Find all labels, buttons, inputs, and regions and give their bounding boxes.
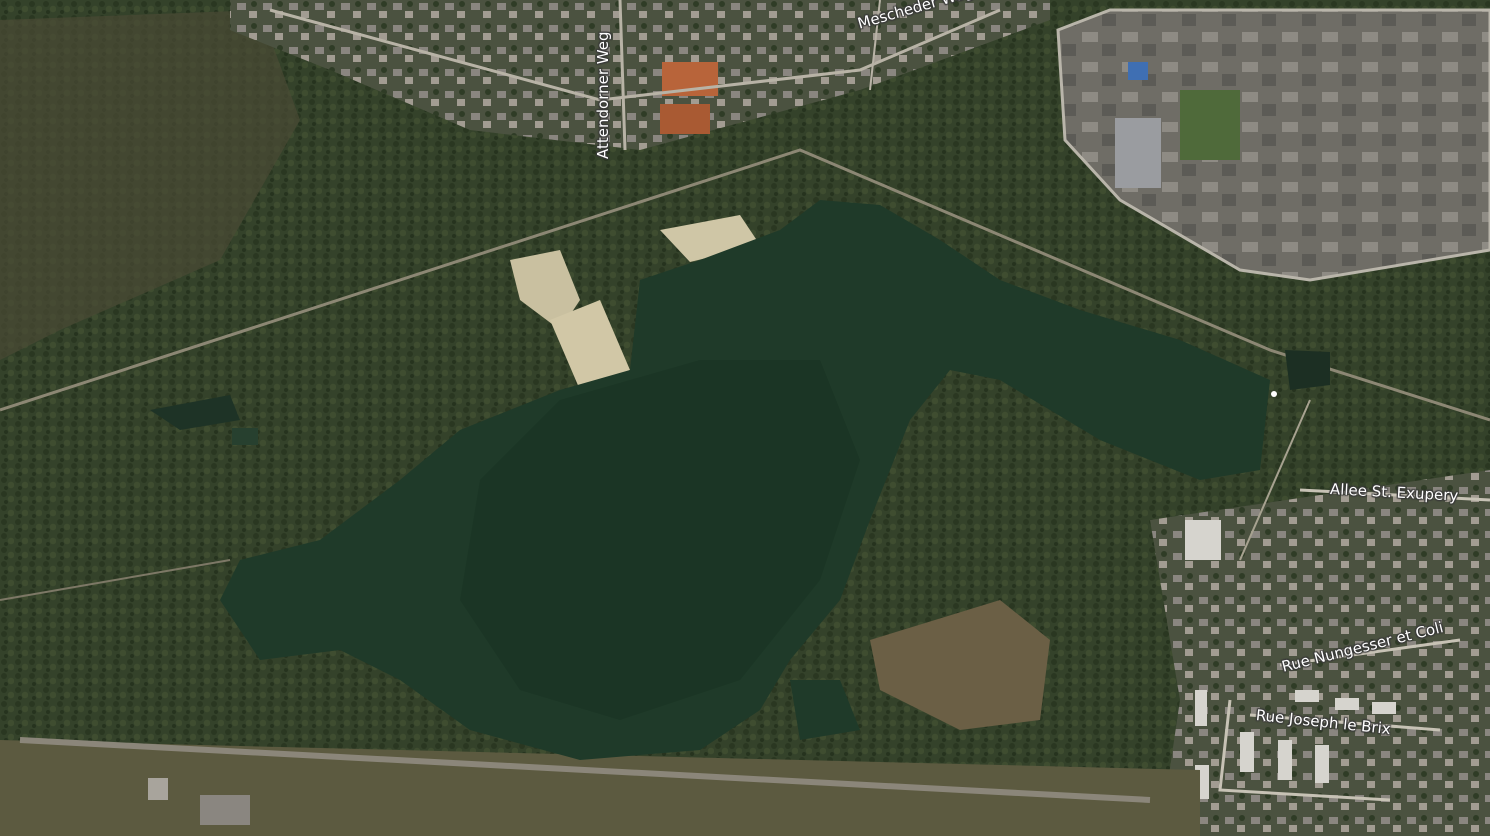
residential-area-southeast [1150,470,1490,836]
clearing-peninsula [870,600,1050,730]
trail [0,148,1490,422]
residential-area-north [230,0,1050,150]
building-complex [1058,10,1490,280]
pond [150,395,240,430]
beach [510,250,580,330]
clearing-area [0,10,300,360]
street [1299,488,1490,502]
pond [1285,350,1330,390]
street [269,8,1001,102]
open-field-south [0,740,1200,836]
street-label-attendorner-weg[interactable]: Attendorner Weg [594,31,612,159]
sports-field [1180,90,1240,160]
road-south [19,737,1151,803]
